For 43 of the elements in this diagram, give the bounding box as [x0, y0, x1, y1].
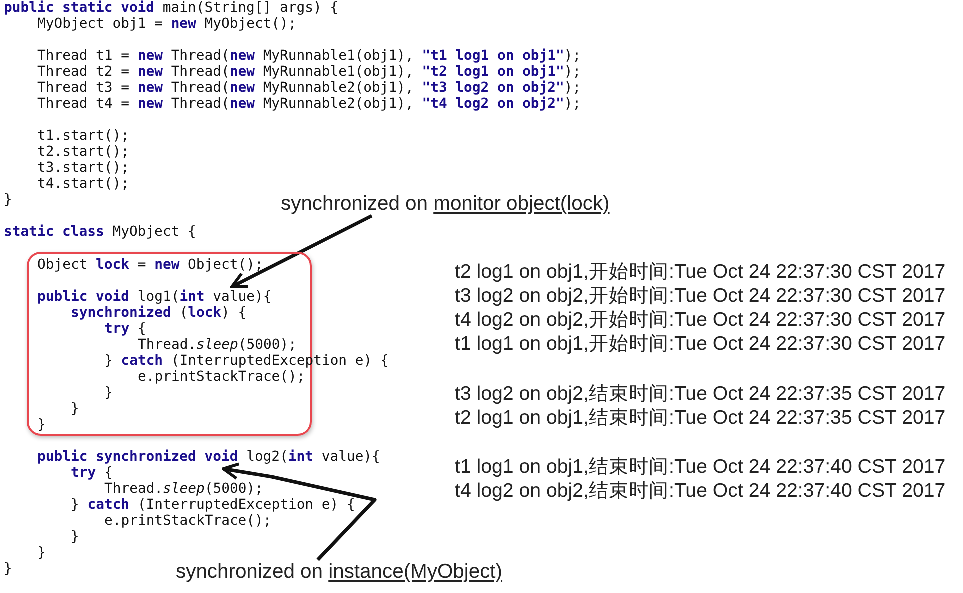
- code-line: } catch (InterruptedException e) {: [71, 497, 356, 513]
- annotation-text: synchronized on: [176, 561, 324, 583]
- code-line: }: [104, 385, 113, 401]
- code-line: Thread t4 = new Thread(new MyRunnable2(obj1), "t4 log2 on obj2");: [38, 96, 582, 112]
- code-line: t2.start();: [38, 144, 130, 160]
- underlined-text: monitor object(lock): [434, 193, 610, 215]
- log-line: t4 log2 on obj2,开始时间:Tue Oct 24 22:37:30 CST 2017: [455, 309, 946, 331]
- code-line: t4.start();: [38, 176, 130, 192]
- code-line: }: [71, 401, 80, 417]
- code-line: t3.start();: [38, 160, 130, 176]
- code-line: t1.start();: [38, 128, 130, 144]
- code-line: MyObject obj1 = new MyObject();: [38, 16, 297, 32]
- underlined-text: instance(MyObject): [328, 561, 503, 583]
- log-line: t4 log2 on obj2,结束时间:Tue Oct 24 22:37:40 CST 2017: [455, 480, 946, 502]
- code-line: Thread t2 = new Thread(new MyRunnable1(obj1), "t2 log1 on obj1");: [38, 64, 582, 80]
- code-line: e.printStackTrace();: [138, 369, 306, 385]
- log-line: t3 log2 on obj2,结束时间:Tue Oct 24 22:37:35 CST 2017: [455, 383, 946, 405]
- code-line: try {: [71, 465, 113, 481]
- code-line: Thread.sleep(5000);: [138, 337, 297, 353]
- code-line: public void log1(int value){: [38, 289, 272, 305]
- arrow: [230, 214, 373, 289]
- code-line: }: [71, 529, 80, 545]
- log-line: t1 log1 on obj1,结束时间:Tue Oct 24 22:37:40 CST 2017: [455, 456, 946, 478]
- code-line: Thread t3 = new Thread(new MyRunnable2(obj1), "t3 log2 on obj2");: [38, 80, 582, 96]
- annotation-text: synchronized on: [281, 193, 428, 215]
- code-line: public synchronized void log2(int value){: [38, 449, 380, 465]
- code-line: static class MyObject {: [4, 224, 196, 240]
- code-line: Thread.sleep(5000);: [104, 481, 264, 497]
- log-line: t2 log1 on obj1,开始时间:Tue Oct 24 22:37:30 CST 2017: [455, 261, 946, 283]
- log-line: t2 log1 on obj1,结束时间:Tue Oct 24 22:37:35 CST 2017: [455, 407, 946, 429]
- code-line: public static void main(String[] args) {: [4, 0, 339, 16]
- code-line: }: [4, 561, 12, 577]
- log-line: t3 log2 on obj2,开始时间:Tue Oct 24 22:37:30 CST 2017: [455, 285, 946, 307]
- arrow: [222, 462, 377, 562]
- log-line: t1 log1 on obj1,开始时间:Tue Oct 24 22:37:30 CST 2017: [455, 333, 946, 355]
- code-line: try {: [104, 321, 146, 337]
- code-line: }: [4, 192, 12, 208]
- code-line: synchronized (lock) {: [71, 305, 247, 321]
- code-line: Thread t1 = new Thread(new MyRunnable1(obj1), "t1 log1 on obj1");: [38, 48, 582, 64]
- code-line: }: [38, 417, 46, 433]
- code-line: }: [38, 545, 46, 561]
- code-line: Object lock = new Object();: [38, 257, 264, 273]
- code-line: e.printStackTrace();: [104, 513, 272, 529]
